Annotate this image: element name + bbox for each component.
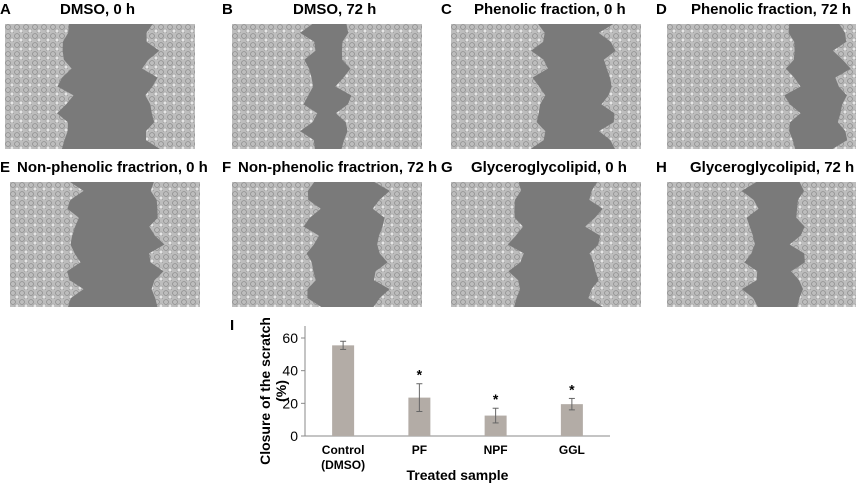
panel-title-a: DMSO, 0 h (60, 1, 136, 18)
x-tick-label: NPF (484, 443, 508, 457)
y-tick-label: 60 (282, 330, 298, 346)
cell-layer-right (149, 182, 200, 307)
significance-marker: * (493, 391, 499, 407)
scratch-image-e (10, 182, 200, 307)
cell-layer-right (789, 182, 856, 307)
panel-title-e: Non-phenolic fractrion, 0 h (17, 159, 208, 176)
panel-title-g: Glyceroglycolipid, 0 h (471, 159, 627, 176)
panel-title-h: Glyceroglycolipid, 72 h (690, 159, 855, 176)
significance-marker: * (569, 381, 575, 397)
x-axis-label: Treated sample (407, 467, 509, 483)
panel-letter-g: G (441, 159, 453, 176)
cell-layer-left (451, 182, 524, 307)
panel-title-f: Non-phenolic fractrion, 72 h (238, 159, 438, 176)
panel-letter-I: I (230, 317, 235, 334)
scratch-image-g (451, 182, 641, 307)
significance-marker: * (417, 367, 423, 383)
panel-title-c: Phenolic fraction, 0 h (474, 1, 626, 18)
panel-letter-f: F (222, 159, 232, 176)
cell-layer-right (832, 24, 856, 149)
scratch-image-d (667, 24, 856, 149)
y-tick-label: 40 (282, 363, 298, 379)
cell-layer-right (372, 182, 422, 307)
panel-letter-c: C (441, 1, 452, 18)
cell-layer-right (335, 24, 422, 149)
bar-0 (332, 345, 355, 436)
panel-letter-h: H (656, 159, 667, 176)
svg-text:Closure of the scratch: Closure of the scratch (257, 317, 273, 465)
bar-3 (560, 404, 583, 436)
panel-title-d: Phenolic fraction, 72 h (691, 1, 852, 18)
panel-letter-e: E (0, 159, 11, 176)
y-axis-label: Closure of the scratch(%) (257, 317, 289, 465)
scratch-image-a (5, 24, 195, 149)
cell-layer-right (585, 182, 641, 307)
scratch-image-f (232, 182, 422, 307)
scratch-image-h (667, 182, 856, 307)
scratch-image-c (451, 24, 641, 149)
panel-letter-a: A (0, 1, 11, 18)
x-tick-label: (DMSO) (321, 458, 365, 472)
cell-layer-left (5, 24, 74, 149)
panel-letter-b: B (222, 1, 233, 18)
cell-layer-left (232, 182, 322, 307)
svg-text:(%): (%) (273, 380, 289, 402)
x-tick-label: GGL (559, 443, 585, 457)
cell-layer-right (142, 24, 195, 149)
cell-layer-left (667, 24, 801, 149)
cell-layer-right (598, 24, 641, 149)
cell-layer-left (10, 182, 84, 307)
cell-layer-left (232, 24, 318, 149)
x-tick-label: Control (322, 443, 365, 457)
y-tick-label: 20 (282, 395, 298, 411)
scratch-image-b (232, 24, 422, 149)
cell-layer-left (667, 182, 759, 307)
cell-layer-left (451, 24, 548, 149)
panel-title-b: DMSO, 72 h (293, 1, 377, 18)
bar-2 (484, 415, 507, 436)
x-tick-label: PF (412, 443, 427, 457)
y-tick-label: 0 (290, 428, 298, 444)
panel-letter-d: D (656, 1, 667, 18)
bar-1 (408, 397, 431, 436)
